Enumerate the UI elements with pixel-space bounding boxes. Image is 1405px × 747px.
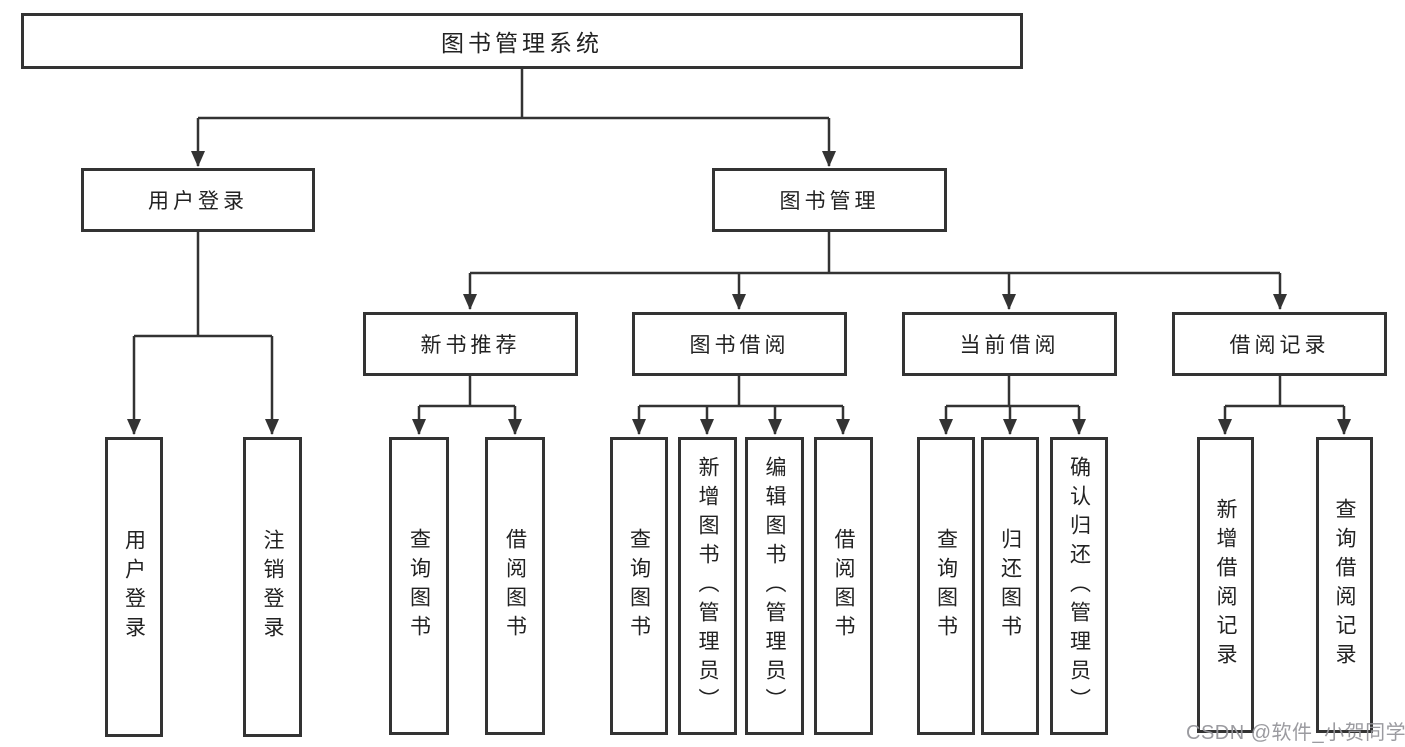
leaf-recommend-borrow-books: 借阅图书	[485, 437, 545, 735]
leaf-label: 新增借阅记录	[1214, 498, 1237, 672]
node-book-borrowing: 图书借阅	[632, 312, 847, 376]
leaf-label: 注销登录	[261, 529, 284, 645]
node-book-management-system: 图书管理系统	[21, 13, 1023, 69]
leaf-label: 编辑图书（管理员）	[763, 455, 786, 717]
node-current-borrowing: 当前借阅	[902, 312, 1117, 376]
leaf-current-confirm-return-admin: 确认归还（管理员）	[1050, 437, 1108, 735]
node-borrowing-records: 借阅记录	[1172, 312, 1387, 376]
node-label: 当前借阅	[959, 334, 1060, 357]
leaf-borrow-borrow-books: 借阅图书	[814, 437, 873, 735]
leaf-label: 新增图书（管理员）	[696, 455, 719, 717]
leaf-current-query-books: 查询图书	[917, 437, 975, 735]
node-book-management: 图书管理	[712, 168, 947, 232]
leaf-label: 借阅图书	[832, 528, 855, 644]
node-user-login: 用户登录	[81, 168, 315, 232]
leaf-logout: 注销登录	[243, 437, 302, 737]
node-new-book-recommendation: 新书推荐	[363, 312, 578, 376]
leaf-label: 归还图书	[998, 528, 1022, 644]
node-label: 借阅记录	[1229, 334, 1330, 357]
leaf-label: 借阅图书	[503, 528, 527, 644]
node-label: 图书借阅	[689, 334, 790, 357]
leaf-user-login: 用户登录	[105, 437, 163, 737]
leaf-label: 查询图书	[407, 528, 431, 644]
node-label: 图书管理	[779, 190, 880, 213]
leaf-current-return-books: 归还图书	[981, 437, 1039, 735]
leaf-label: 查询图书	[627, 528, 651, 644]
leaf-borrow-query-books: 查询图书	[610, 437, 668, 735]
leaf-borrow-add-books-admin: 新增图书（管理员）	[678, 437, 737, 735]
node-label: 用户登录	[148, 190, 248, 213]
leaf-borrow-edit-books-admin: 编辑图书（管理员）	[745, 437, 804, 735]
node-label: 图书管理系统	[441, 30, 603, 56]
leaf-label: 确认归还（管理员）	[1067, 455, 1091, 717]
leaf-label: 查询借阅记录	[1333, 498, 1356, 672]
csdn-watermark: CSDN @软件_小贺同学	[1186, 722, 1405, 744]
leaf-records-query-record: 查询借阅记录	[1316, 437, 1373, 733]
leaf-records-add-record: 新增借阅记录	[1197, 437, 1254, 733]
leaf-recommend-query-books: 查询图书	[389, 437, 449, 735]
node-label: 新书推荐	[420, 334, 521, 357]
leaf-label: 查询图书	[934, 528, 958, 644]
leaf-label: 用户登录	[122, 529, 146, 645]
